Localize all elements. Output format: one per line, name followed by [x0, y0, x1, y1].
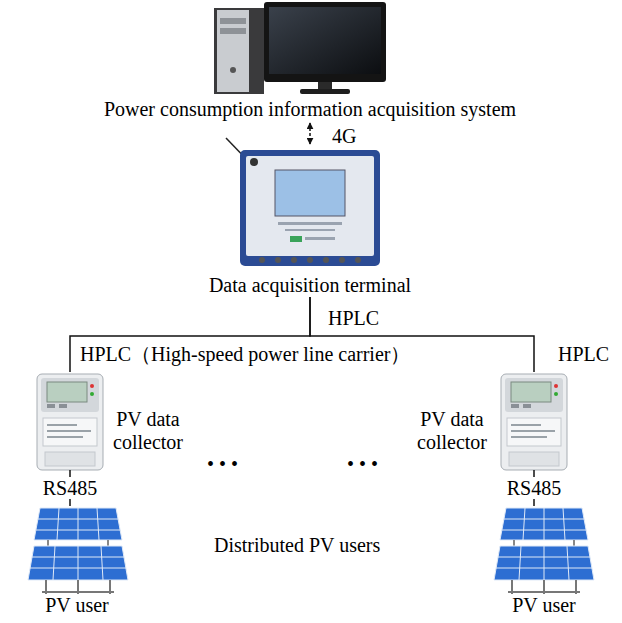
device-node: PV user [488, 506, 600, 617]
connection-label: HPLC（High-speed power line carrier） [78, 342, 412, 366]
image-slot [34, 372, 106, 470]
image-slot [488, 506, 600, 594]
connection-label: HPLC [556, 343, 611, 365]
device-caption: Data acquisition terminal [170, 274, 450, 297]
device-caption: PV user [22, 594, 132, 617]
connection-label: RS485 [41, 477, 99, 499]
annotation-text: • • • [345, 452, 380, 476]
annotation-text: • • • [205, 453, 240, 475]
annotation-text: • • • [205, 452, 240, 476]
device-caption-box: PV user [488, 594, 600, 617]
image-slot [40, 0, 580, 98]
connection-label: RS485 [505, 476, 563, 500]
device-node: Data acquisition terminal [170, 146, 450, 297]
annotation-text: Distributed PV users [212, 534, 382, 556]
image-slot [22, 506, 132, 594]
connection-label: 4G [330, 125, 358, 147]
connection-label: 4G [330, 124, 358, 148]
image-slot [498, 372, 570, 470]
device-caption-box: Data acquisition terminal [170, 274, 450, 297]
meter-picture [37, 374, 103, 470]
device-caption-box: PV data collector [106, 388, 190, 454]
device-caption-box: PV user [22, 594, 132, 617]
pv-panel-picture [28, 508, 128, 594]
device-caption-box: Power consumption information acquisitio… [40, 98, 580, 121]
connection-label: RS485 [41, 476, 99, 500]
annotation-text: HPLC [326, 306, 381, 330]
device-caption: PV data collector [406, 408, 498, 454]
connection-label: HPLC [556, 342, 611, 366]
terminal-picture [226, 138, 380, 266]
meter-picture [501, 374, 567, 470]
connection-label: HPLC（High-speed power line carrier） [78, 343, 412, 365]
device-caption: PV data collector [106, 408, 190, 454]
device-node: PV data collector [406, 372, 570, 470]
annotation-text: • • • [345, 453, 380, 475]
connection-label: RS485 [505, 477, 563, 499]
device-node: PV data collector [34, 372, 190, 470]
connection-line [309, 123, 311, 144]
pv-panel-picture [494, 508, 594, 594]
device-caption: PV user [488, 594, 600, 617]
device-node: Power consumption information acquisitio… [40, 0, 580, 121]
computer-picture [214, 2, 386, 94]
device-caption: Power consumption information acquisitio… [40, 98, 580, 121]
device-node: PV user [22, 506, 132, 617]
device-caption-box: PV data collector [406, 388, 498, 454]
annotation-text: HPLC [326, 307, 381, 329]
image-slot [170, 146, 450, 274]
annotation-text: Distributed PV users [212, 533, 382, 557]
